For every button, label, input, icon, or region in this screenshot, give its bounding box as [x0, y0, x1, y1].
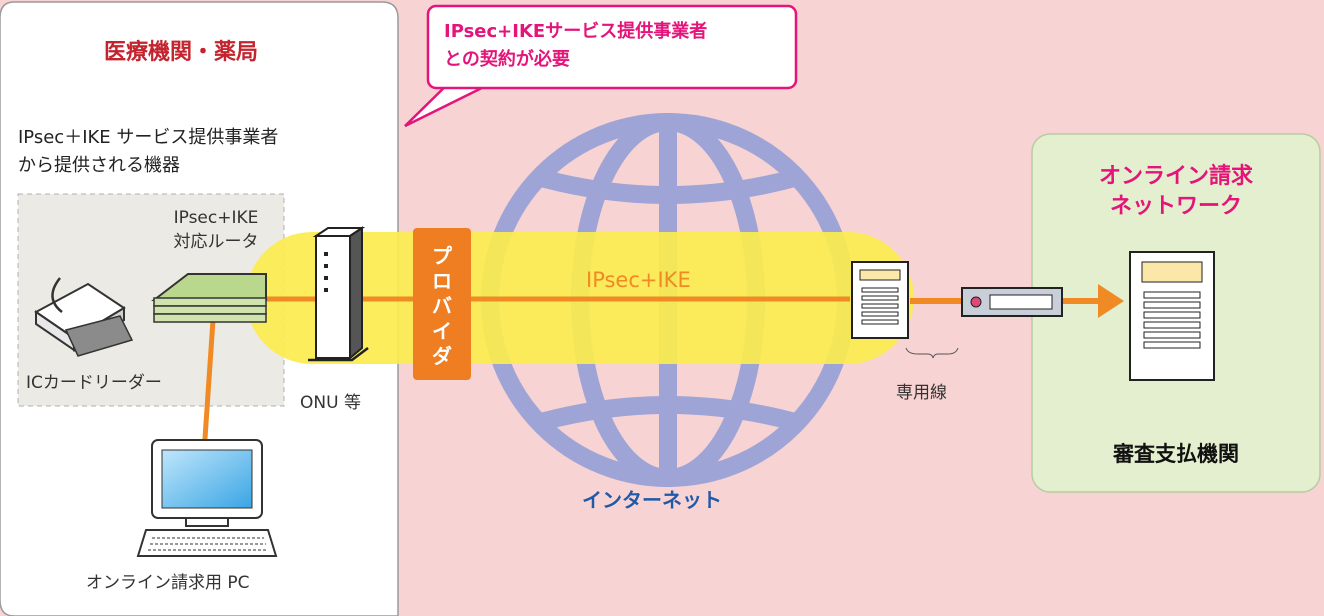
dedicated-line-brace — [905, 347, 959, 359]
provider-label: プロバイダ — [432, 244, 452, 368]
card-reader-label: ICカードリーダー — [26, 373, 162, 393]
arrow-head-icon — [1098, 284, 1124, 318]
provider-box — [413, 228, 471, 380]
medical-title: 医療機関・薬局 — [104, 40, 259, 65]
tunnel-label: IPsec+IKE — [586, 268, 691, 292]
online-claim-pc-icon — [136, 439, 278, 557]
gateway-server-icon — [851, 261, 909, 339]
callout-box — [426, 4, 798, 90]
pc-label: オンライン請求用 PC — [86, 573, 250, 593]
claim-server-icon — [1129, 251, 1215, 381]
onu-device-icon — [308, 226, 369, 362]
ic-card-reader-icon — [34, 277, 134, 357]
network-device-icon — [961, 287, 1063, 317]
router-label: IPsec+IKE 対応ルータ — [173, 208, 259, 252]
onu-label: ONU 等 — [300, 393, 361, 413]
ipsec-router-icon — [151, 273, 267, 323]
internet-label: インターネット — [582, 488, 722, 512]
network-title: オンライン請求 ネットワーク — [1098, 164, 1253, 219]
network-org-label: 審査支払機関 — [1113, 442, 1239, 466]
callout-text: IPsec+IKEサービス提供事業者 との契約が必要 — [444, 21, 708, 70]
dedicated-line-label: 専用線 — [896, 383, 947, 403]
equipment-caption: IPsec＋IKE サービス提供事業者 から提供される機器 — [18, 127, 279, 176]
